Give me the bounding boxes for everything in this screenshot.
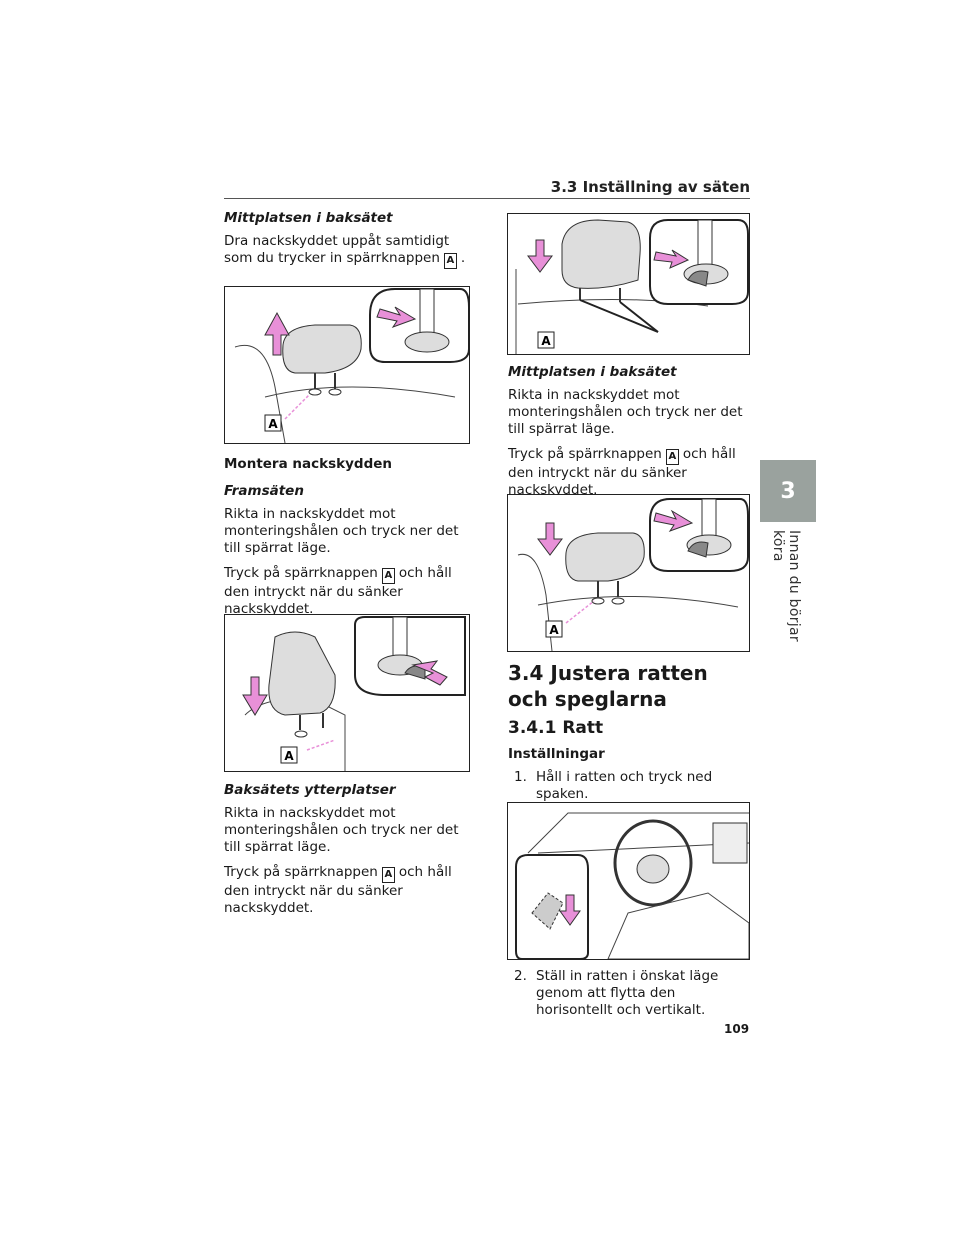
fig1-label: A: [268, 417, 278, 431]
header-divider: [224, 198, 750, 199]
heading-settings: Inställningar: [508, 746, 605, 762]
key-a-icon: A: [381, 867, 395, 883]
heading-rear-center-install: Mittplatsen i baksätet: [508, 364, 677, 380]
key-a-icon: A: [381, 568, 395, 584]
figure-rear-center-install: A: [507, 494, 750, 652]
step-1: 1.Håll i ratten och tryck ned spaken.: [514, 769, 713, 802]
figure-rear-center-remove: A: [224, 286, 470, 444]
section-title: 3.3 Inställning av säten: [550, 178, 750, 196]
step-2: 2.Ställ in ratten i önskat läge genom at…: [514, 968, 719, 1018]
fig4-label: A: [549, 623, 559, 637]
heading-install: Montera nackskydden: [224, 456, 393, 472]
figure-outer-install: A: [507, 213, 750, 355]
key-a-icon: A: [665, 449, 679, 465]
figure-steering-lever: [507, 802, 750, 960]
left-block-2: Montera nackskydden Framsäten Rikta in n…: [224, 456, 470, 626]
fig3-label: A: [541, 334, 551, 348]
key-a-icon: A: [443, 253, 457, 269]
paragraph-outer-align: Rikta in nackskyddet mot monteringshålen…: [224, 805, 459, 855]
right-block-1: Mittplatsen i baksätet Rikta in nackskyd…: [508, 364, 754, 507]
left-block-3: Baksätets ytterplatser Rikta in nackskyd…: [224, 782, 470, 925]
heading-adjust-wheel-mirrors: 3.4 Justera ratten och speglarna: [508, 661, 708, 711]
paragraph-front-align: Rikta in nackskyddet mot monteringshålen…: [224, 506, 459, 556]
chapter-number: 3: [780, 478, 796, 504]
right-block-3: 2.Ställ in ratten i önskat läge genom at…: [508, 968, 754, 1027]
chapter-label: Innan du börjar köra: [770, 530, 802, 642]
page-number: 109: [724, 1022, 750, 1036]
left-block-1: Mittplatsen i baksätet Dra nackskyddet u…: [224, 210, 470, 277]
paragraph-pull-up: Dra nackskyddet uppåt samtidigt som du t…: [224, 233, 470, 269]
fig2-label: A: [284, 749, 294, 763]
paragraph-center-align: Rikta in nackskyddet mot monteringshålen…: [508, 387, 743, 437]
heading-rear-outer: Baksätets ytterplatser: [224, 782, 396, 798]
heading-steering-wheel: 3.4.1 Ratt: [508, 718, 604, 738]
heading-front-seats: Framsäten: [224, 483, 304, 499]
figure-front-install: A: [224, 614, 470, 772]
right-block-2: Inställningar 1.Håll i ratten och tryck …: [508, 746, 754, 811]
chapter-tab: 3: [760, 460, 816, 522]
heading-rear-center: Mittplatsen i baksätet: [224, 210, 393, 226]
